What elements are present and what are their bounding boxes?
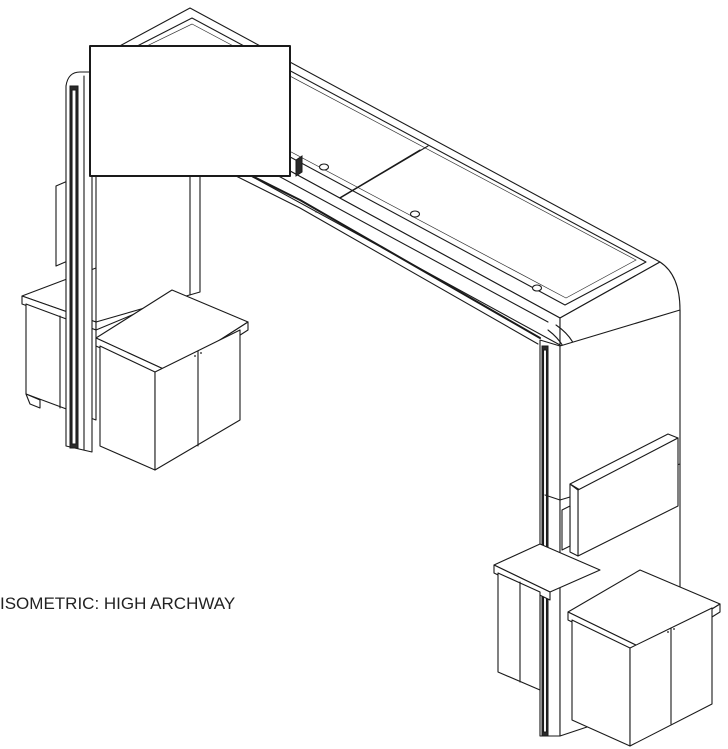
front-left-cabinet [95, 289, 249, 471]
front-right-cabinet [567, 569, 721, 747]
drawing-caption: ISOMETRIC: HIGH ARCHWAY [0, 594, 236, 613]
left-post [65, 71, 93, 453]
blank-label-box [89, 45, 291, 177]
monitor-right [561, 433, 679, 557]
back-right-cabinet [493, 543, 601, 691]
